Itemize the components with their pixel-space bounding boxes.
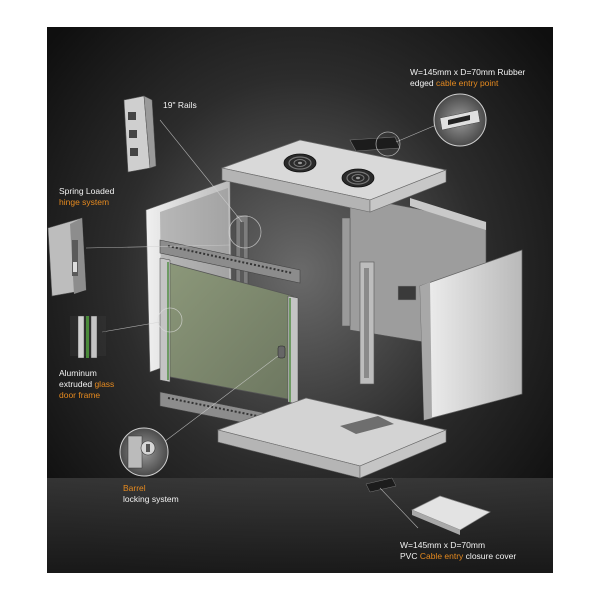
cable-entry-line2-pre: edged <box>410 78 436 88</box>
closure-cover-line1: W=145mm x D=70mm <box>400 540 486 550</box>
rails-label: 19" Rails <box>163 100 197 110</box>
door-top-bar <box>159 239 301 284</box>
lock-label: Barrel locking system <box>123 483 179 505</box>
door-frame-line2: extruded glass <box>59 379 114 390</box>
cable-entry-line2-accent: cable entry point <box>436 78 499 88</box>
cable-entry-zoom-inset <box>433 93 487 147</box>
hinge-label: Spring Loaded hinge system <box>59 186 114 208</box>
door-frame-zoom-circle <box>157 307 183 333</box>
hinge-zoom-circle <box>228 215 262 249</box>
door-lock <box>277 345 286 359</box>
closure-cover-line2: PVC Cable entry closure cover <box>400 551 516 562</box>
closure-cover-line2-post: closure cover <box>463 551 517 561</box>
door-frame-detail-inset <box>70 315 106 359</box>
bottom-cable-slot <box>365 477 397 493</box>
closure-cover-line2-pre: PVC <box>400 551 420 561</box>
top-panel-side-edge <box>369 169 447 213</box>
cable-entry-line2: edged cable entry point <box>410 78 525 89</box>
lock-line1-accent: Barrel <box>123 483 146 493</box>
cable-entry-highlight <box>375 131 401 157</box>
right-side-panel-edge <box>420 282 432 420</box>
door-frame-line2-pre: extruded <box>59 379 95 389</box>
floor-reflection <box>47 478 553 573</box>
cable-entry-label: W=145mm x D=70mm Rubber edged cable entr… <box>410 67 525 89</box>
cable-entry-line1: W=145mm x D=70mm Rubber <box>410 67 526 77</box>
door-frame-line2-accent: glass <box>94 379 115 389</box>
fan-icon <box>341 168 375 188</box>
barrel-lock-zoom-inset <box>119 427 169 477</box>
cabinet-back-edge <box>410 198 486 230</box>
top-cable-entry <box>349 136 401 152</box>
bottom-panel-side-edge <box>359 429 447 479</box>
closure-cover-label: W=145mm x D=70mm PVC Cable entry closure… <box>400 540 516 562</box>
pvc-closure-cover-edge <box>412 510 460 535</box>
closure-cover-line2-accent: Cable entry <box>419 551 464 561</box>
hinge-detail-inset <box>47 217 87 297</box>
bottom-cable-opening <box>340 416 394 434</box>
side-vent <box>397 285 417 301</box>
hinge-line2-accent: hinge system <box>59 197 110 207</box>
right-side-panel <box>419 249 523 421</box>
rail-rear-slot <box>364 268 369 378</box>
leader-lines <box>85 119 449 529</box>
door-frame-line3-accent: door frame <box>59 390 101 400</box>
door-top-bar-holes <box>167 245 293 274</box>
rail-detail-inset <box>123 95 157 173</box>
fan-icon <box>283 153 317 173</box>
door-frame-line1: Aluminum <box>59 368 97 378</box>
door-frame-label: Aluminum extruded glass door frame <box>59 368 114 401</box>
rail-rear-2 <box>341 217 351 327</box>
pvc-closure-cover <box>411 495 491 531</box>
lock-line2: locking system <box>123 494 179 504</box>
hinge-line1: Spring Loaded <box>59 186 115 196</box>
